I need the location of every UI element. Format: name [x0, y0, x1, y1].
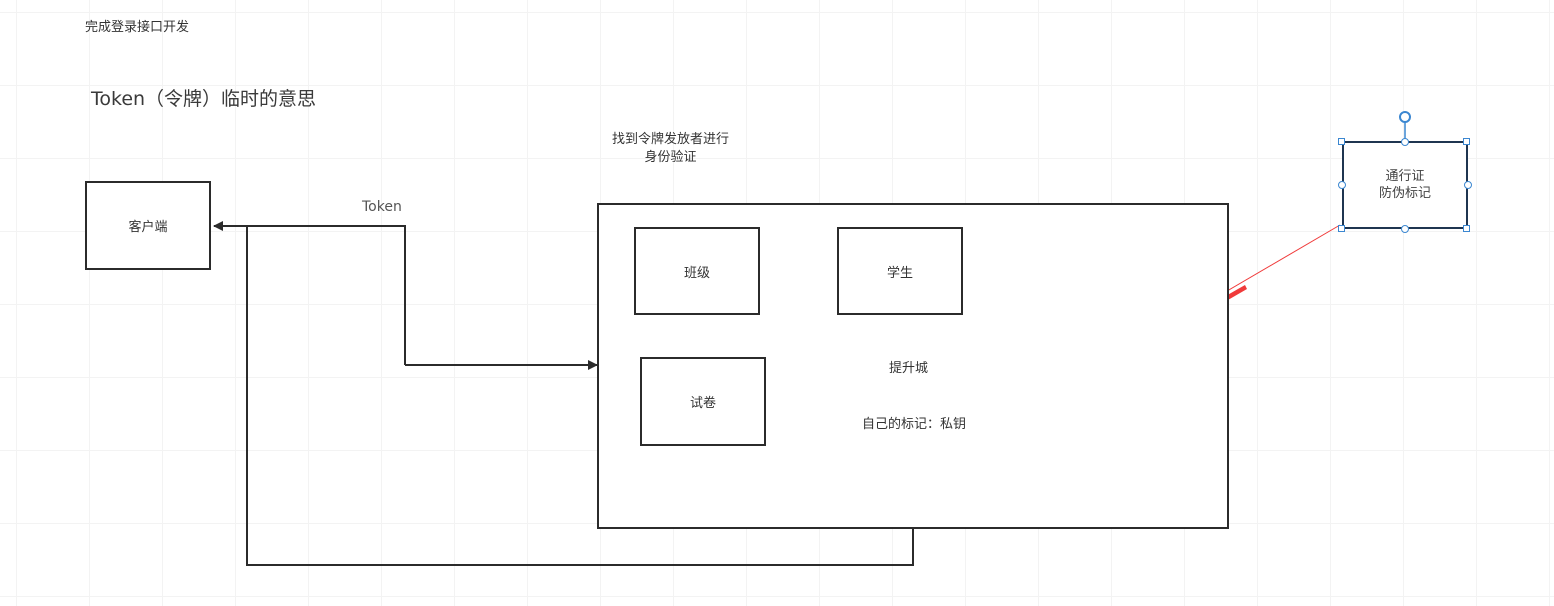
- issuer-note-line1: 找到令牌发放者进行: [612, 132, 730, 147]
- issuer-note-line2: 身份验证: [644, 150, 697, 165]
- client-label: 客户端: [128, 220, 168, 235]
- private-key-note: 自己的标记：私钥: [862, 417, 967, 432]
- student-label: 学生: [886, 265, 913, 281]
- pass-label-line2: 防伪标记: [1378, 186, 1431, 201]
- resize-handle-br[interactable]: [1463, 225, 1470, 232]
- bottom-loop-edge[interactable]: [246, 226, 914, 566]
- connect-handle-bottom[interactable]: [1401, 225, 1409, 233]
- exam-label: 试卷: [689, 396, 716, 411]
- token-heading: Token（令牌）临时的意思: [91, 88, 317, 110]
- rotate-handle[interactable]: [1399, 111, 1411, 123]
- token-return-edge[interactable]: [213, 221, 406, 365]
- issuer-note: 找到令牌发放者进行 身份验证: [612, 131, 729, 167]
- resize-handle-tl[interactable]: [1338, 138, 1345, 145]
- pass-node[interactable]: 通行证 防伪标记: [1342, 141, 1468, 229]
- student-node[interactable]: 学生: [837, 227, 963, 315]
- connect-handle-left[interactable]: [1338, 181, 1346, 189]
- connect-handle-top[interactable]: [1401, 138, 1409, 146]
- exam-node[interactable]: 试卷: [640, 357, 766, 446]
- platform-label: 提升城: [889, 361, 929, 376]
- client-node[interactable]: 客户端: [85, 181, 211, 270]
- resize-handle-tr[interactable]: [1463, 138, 1470, 145]
- class-node[interactable]: 班级: [634, 227, 760, 315]
- class-label: 班级: [683, 265, 710, 281]
- resize-handle-bl[interactable]: [1338, 225, 1345, 232]
- token-edge-label: Token: [362, 199, 402, 215]
- connect-handle-right[interactable]: [1464, 181, 1472, 189]
- pass-label-line1: 通行证: [1385, 169, 1425, 184]
- task-heading: 完成登录接口开发: [85, 20, 190, 35]
